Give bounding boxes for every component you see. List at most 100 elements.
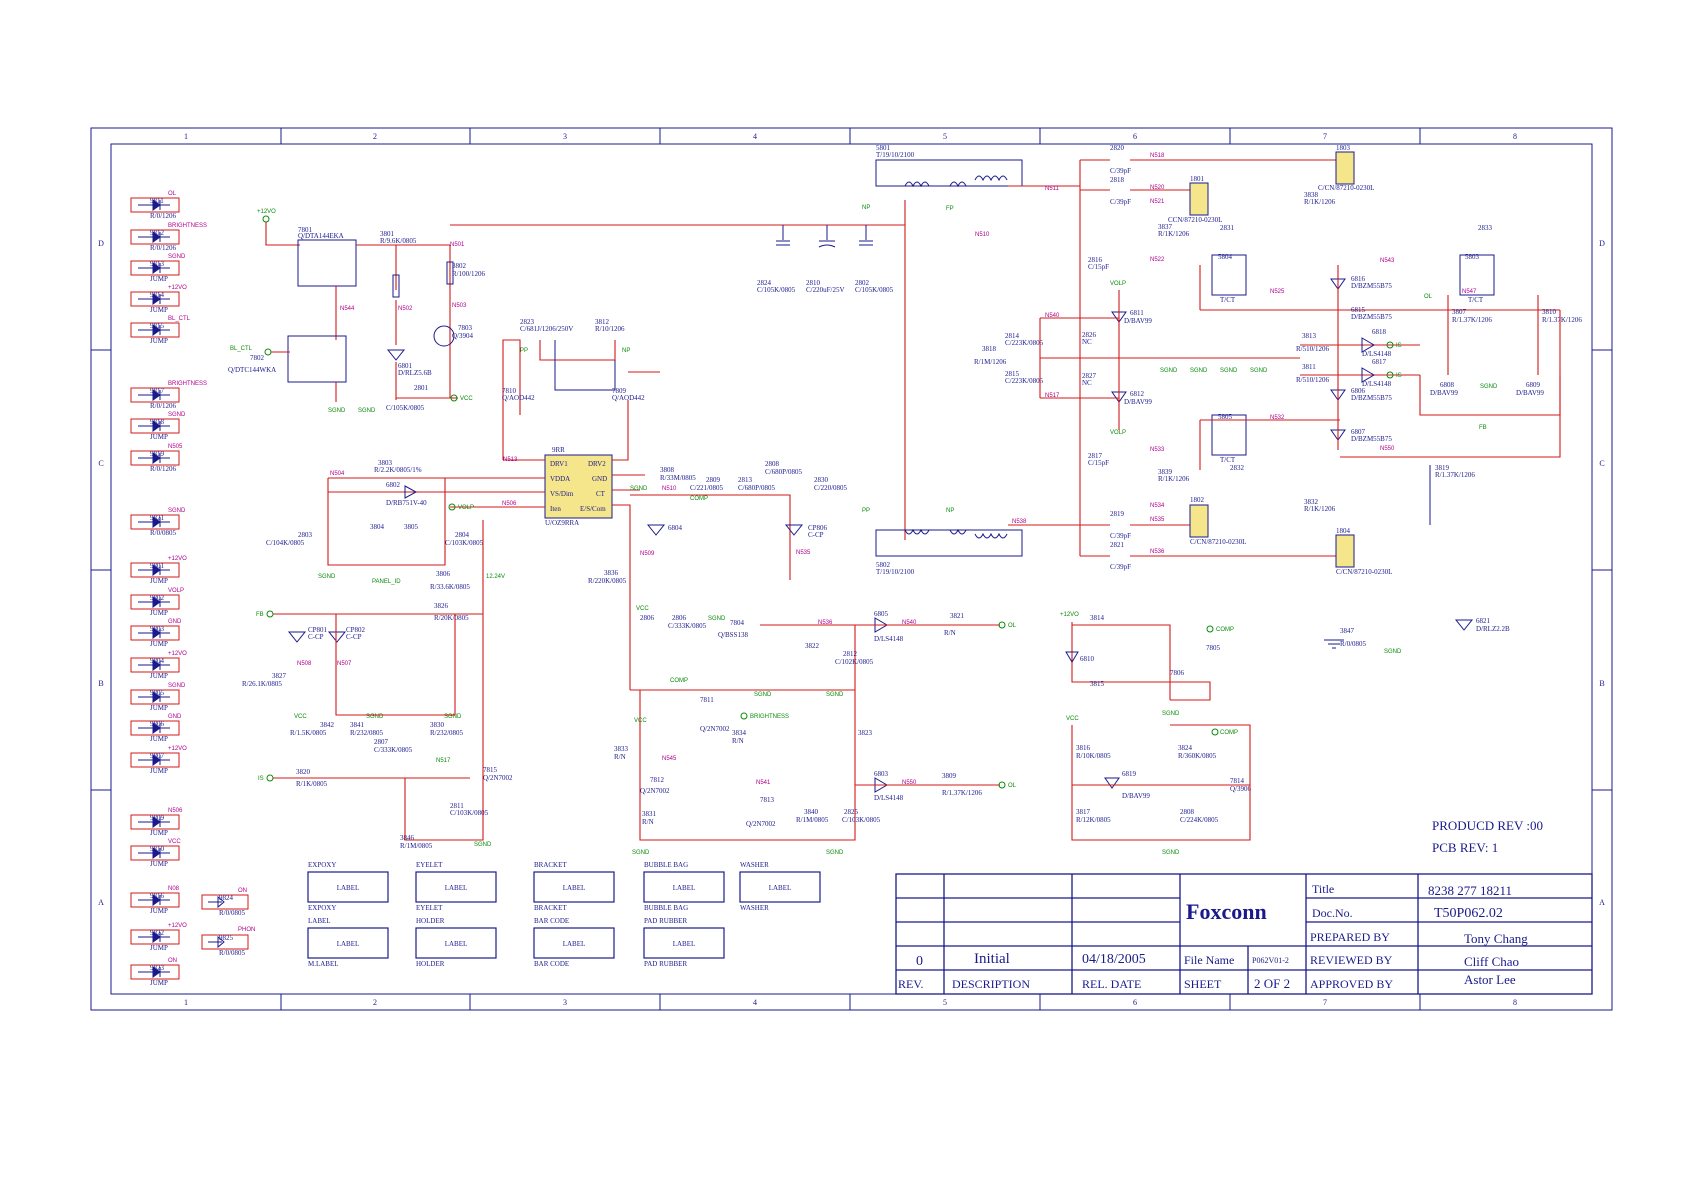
svg-text:COMP: COMP bbox=[670, 678, 688, 684]
svg-text:2802: 2802 bbox=[855, 279, 870, 287]
title-block: Foxconn Title 8238 277 18211 Doc.No. T50… bbox=[895, 873, 1593, 995]
zone-col-label: 3 bbox=[563, 132, 567, 141]
svg-text:N540: N540 bbox=[1045, 313, 1060, 319]
svg-text:N501: N501 bbox=[450, 242, 465, 248]
jumper-net: N08 bbox=[168, 886, 180, 892]
jumper-column: OL9811R/0/1206BRIGHTNESS9812R/0/1206SGND… bbox=[130, 191, 207, 987]
svg-text:PP: PP bbox=[520, 348, 528, 354]
svg-text:OL: OL bbox=[1008, 783, 1017, 789]
zone-col-label: 8 bbox=[1513, 132, 1517, 141]
svg-text:R/2.2K/0805/1%: R/2.2K/0805/1% bbox=[374, 466, 422, 474]
svg-text:D/BAV99: D/BAV99 bbox=[1516, 389, 1544, 397]
svg-text:C/333K/0805: C/333K/0805 bbox=[668, 622, 707, 630]
zone-col-label: 2 bbox=[373, 132, 377, 141]
svg-text:2809: 2809 bbox=[706, 476, 721, 484]
zone-row-label: D bbox=[1599, 239, 1605, 248]
svg-text:6803: 6803 bbox=[874, 770, 889, 778]
svg-text:D/BAV99: D/BAV99 bbox=[1430, 389, 1458, 397]
product-rev: PRODUCD REV :00 bbox=[1432, 818, 1543, 833]
svg-text:3833: 3833 bbox=[614, 745, 629, 753]
svg-text:R/1K/1206: R/1K/1206 bbox=[1304, 198, 1336, 206]
svg-text:N522: N522 bbox=[1150, 257, 1165, 263]
jumper-ref: 9811 bbox=[150, 197, 164, 205]
svg-text:2823: 2823 bbox=[520, 318, 535, 326]
svg-text:R/1K/1206: R/1K/1206 bbox=[1158, 230, 1190, 238]
svg-text:NC: NC bbox=[1082, 338, 1092, 346]
svg-text:C/103K/0805: C/103K/0805 bbox=[842, 816, 881, 824]
jumper-net: OL bbox=[168, 191, 177, 197]
svg-text:7803: 7803 bbox=[458, 324, 473, 332]
svg-text:5803: 5803 bbox=[1465, 253, 1480, 261]
svg-text:6811: 6811 bbox=[1130, 309, 1144, 317]
svg-text:2817: 2817 bbox=[1088, 452, 1103, 460]
revision-notes: PRODUCD REV :00 PCB REV: 1 bbox=[1432, 818, 1543, 855]
jumper-net: VOLP bbox=[168, 588, 184, 594]
zone-col-label: 5 bbox=[943, 132, 947, 141]
svg-text:9824: 9824 bbox=[219, 894, 234, 902]
svg-text:3808: 3808 bbox=[660, 466, 675, 474]
svg-text:7801: 7801 bbox=[298, 226, 313, 234]
svg-text:R/N: R/N bbox=[614, 753, 626, 761]
jumper-net: ON bbox=[168, 958, 177, 964]
jumper-value: JUMP bbox=[150, 829, 168, 837]
svg-text:2832: 2832 bbox=[1230, 464, 1245, 472]
svg-text:3837: 3837 bbox=[1158, 223, 1173, 231]
svg-text:VCC: VCC bbox=[1066, 716, 1079, 722]
jumper-value: JUMP bbox=[150, 907, 168, 915]
svg-text:2821: 2821 bbox=[1110, 541, 1125, 549]
svg-text:NP: NP bbox=[862, 205, 870, 211]
svg-text:SGND: SGND bbox=[1190, 368, 1208, 374]
svg-text:C-CP: C-CP bbox=[808, 531, 824, 539]
svg-text:File Name: File Name bbox=[1184, 953, 1234, 967]
label-bottom: PAD RUBBER bbox=[644, 960, 687, 968]
zone-col-label: 7 bbox=[1323, 998, 1327, 1007]
svg-text:Q/BSS138: Q/BSS138 bbox=[718, 631, 748, 639]
svg-text:R/0/0805: R/0/0805 bbox=[219, 909, 246, 917]
label-top: EYELET bbox=[416, 861, 443, 869]
svg-text:R/100/1206: R/100/1206 bbox=[452, 270, 486, 278]
jumper-value: JUMP bbox=[150, 577, 168, 585]
jumper-ref: 9807 bbox=[150, 752, 165, 760]
svg-text:9RR: 9RR bbox=[552, 446, 565, 454]
svg-text:C/CN/87210-0230L: C/CN/87210-0230L bbox=[1318, 184, 1374, 192]
label-top: PAD RUBBER bbox=[644, 917, 687, 925]
jumper-net: GND bbox=[168, 714, 182, 720]
svg-text:R/9.6K/0805: R/9.6K/0805 bbox=[380, 237, 417, 245]
jumper-net: +12VO bbox=[168, 923, 187, 929]
svg-text:3813: 3813 bbox=[1302, 332, 1317, 340]
middle-section: 3808 R/33M/0805 2809 C/221/0805 2813 C/6… bbox=[588, 460, 1017, 856]
svg-text:C/39pF: C/39pF bbox=[1110, 563, 1131, 571]
label-box-text: LABEL bbox=[445, 940, 468, 948]
jumper-value: JUMP bbox=[150, 433, 168, 441]
svg-text:N540: N540 bbox=[902, 620, 917, 626]
svg-text:3832: 3832 bbox=[1304, 498, 1319, 506]
svg-text:+12VO: +12VO bbox=[1060, 612, 1079, 618]
svg-text:Q/2N7002: Q/2N7002 bbox=[746, 820, 776, 828]
svg-text:7809: 7809 bbox=[612, 387, 627, 395]
svg-text:C/104K/0805: C/104K/0805 bbox=[266, 539, 305, 547]
jumper-net: +12VO bbox=[168, 746, 187, 752]
jumper-value: R/0/1206 bbox=[150, 212, 177, 220]
svg-text:IS: IS bbox=[1396, 343, 1402, 349]
label-top: HOLDER bbox=[416, 917, 445, 925]
svg-text:2827: 2827 bbox=[1082, 372, 1097, 380]
svg-text:CCN/87210-0230L: CCN/87210-0230L bbox=[1168, 216, 1222, 224]
jumper-ref: 9812 bbox=[150, 229, 165, 237]
svg-text:IS: IS bbox=[1396, 373, 1402, 379]
svg-text:R/0/0805: R/0/0805 bbox=[219, 949, 246, 957]
svg-text:D/BAV99: D/BAV99 bbox=[1124, 317, 1152, 325]
jumper-ref: 9815 bbox=[150, 322, 165, 330]
svg-text:2810: 2810 bbox=[806, 279, 821, 287]
jumper-net: +12VO bbox=[168, 556, 187, 562]
svg-text:6812: 6812 bbox=[1130, 390, 1145, 398]
svg-text:R/1K/1206: R/1K/1206 bbox=[1304, 505, 1336, 513]
svg-text:2812: 2812 bbox=[843, 650, 858, 658]
svg-text:1803: 1803 bbox=[1336, 144, 1351, 152]
svg-text:N543: N543 bbox=[1380, 258, 1395, 264]
svg-text:R/1M/0805: R/1M/0805 bbox=[400, 842, 433, 850]
svg-text:6816: 6816 bbox=[1351, 275, 1366, 283]
svg-text:7804: 7804 bbox=[730, 619, 745, 627]
jumper-net: +12VO bbox=[168, 285, 187, 291]
